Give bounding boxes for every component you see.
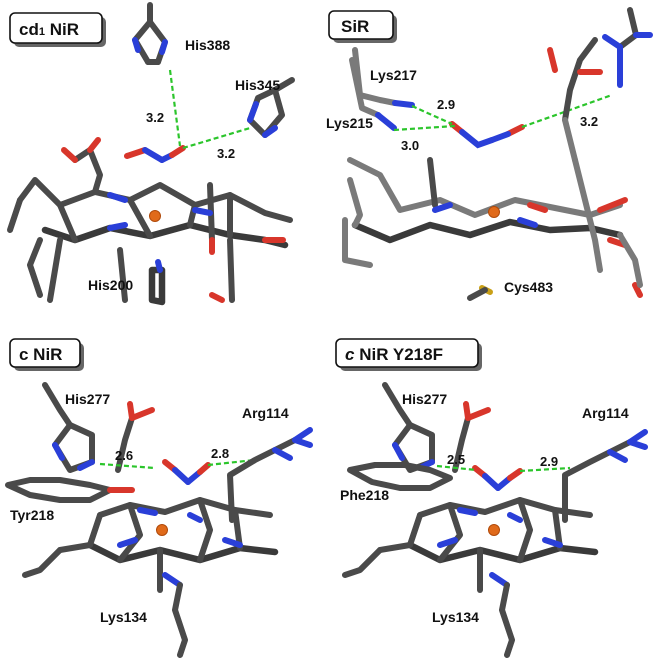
residue-label-cys483: Cys483 [504,279,553,295]
his345-residue [247,77,295,138]
residue-label-arg114: Arg114 [242,405,289,421]
nitrite-ligand-1 [124,145,186,163]
phe218-residue [347,462,453,491]
carboxylate-group [452,401,491,473]
residue-label-lys217: Lys217 [370,67,417,83]
iron-atom [488,524,500,536]
tyr218-residue [5,477,135,503]
panel-title-sir: SiR [328,10,397,43]
hbond-line [168,69,182,147]
arg114-residue [227,427,313,523]
residue-label-his277: His277 [402,391,447,407]
residue-label-lys215: Lys215 [326,115,373,131]
distance-label: 2.8 [211,446,229,461]
distance-label: 2.6 [115,448,133,463]
nitrite-ligand-4 [472,465,523,491]
lys215-residue [349,57,397,131]
panel-cd1-nir [7,2,295,306]
svg-text:c NiR Y218F: c NiR Y218F [345,345,443,364]
heme-c [22,497,279,593]
iron-atom [488,206,500,218]
distance-label: 2.9 [437,97,455,112]
residue-label-phe218: Phe218 [340,487,389,503]
lys134-residue [489,572,515,658]
residue-label-his277: His277 [65,391,110,407]
carboxylate-group [115,401,155,473]
distance-label: 3.2 [146,110,164,125]
heme-d1 [7,137,293,303]
panel-title-cd1-nir: cd1 NiR [9,12,106,47]
residue-label-his388: His388 [185,37,230,53]
his200-residue [148,259,166,306]
cys483-residue [467,285,493,301]
panel-sir [342,7,653,301]
arginine-residue [547,7,653,123]
title-text-rest: NiR [45,20,79,39]
title-text-italic: c [345,345,355,364]
lys134-residue [162,572,188,658]
heme-c [342,497,599,593]
distance-label: 2.5 [447,452,465,467]
nitrite-ligand-3 [162,459,211,485]
hbond-line [519,466,571,473]
svg-text:cd1 NiR: cd1 NiR [19,20,79,39]
residue-label-tyr218: Tyr218 [10,507,54,523]
panel-title-c-nir: c NiR [9,338,84,371]
hbond-line [182,126,251,150]
hbond-line [99,462,156,470]
residue-label-lys134: Lys134 [100,609,147,625]
hbond-line [411,104,453,126]
residue-label-his345: His345 [235,77,280,93]
his388-residue [132,2,168,65]
title-text: cd [19,20,39,39]
title-subscript: 1 [39,26,45,38]
his277-residue [42,382,95,473]
panel-title-c-nir-y218f: c NiR Y218F [335,338,482,371]
title-text: SiR [341,17,369,36]
residue-label-his200: His200 [88,277,133,293]
distance-label: 3.2 [217,146,235,161]
siroheme [342,117,643,298]
panel-c-nir [5,382,313,658]
distance-label: 2.9 [540,454,558,469]
title-text: c NiR [19,345,62,364]
hbond-line [393,124,456,132]
residue-label-lys134: Lys134 [432,609,479,625]
iron-atom [156,524,168,536]
residue-label-arg114: Arg114 [582,405,629,421]
title-text-rest: NiR Y218F [354,345,443,364]
distance-label: 3.0 [401,138,419,153]
hbond-line [436,464,477,472]
distance-label: 3.2 [580,114,598,129]
nitrite-ligand-2 [449,121,525,149]
iron-atom [149,210,161,222]
arg114-residue [562,429,648,523]
panel-c-nir-y218f [342,382,648,658]
